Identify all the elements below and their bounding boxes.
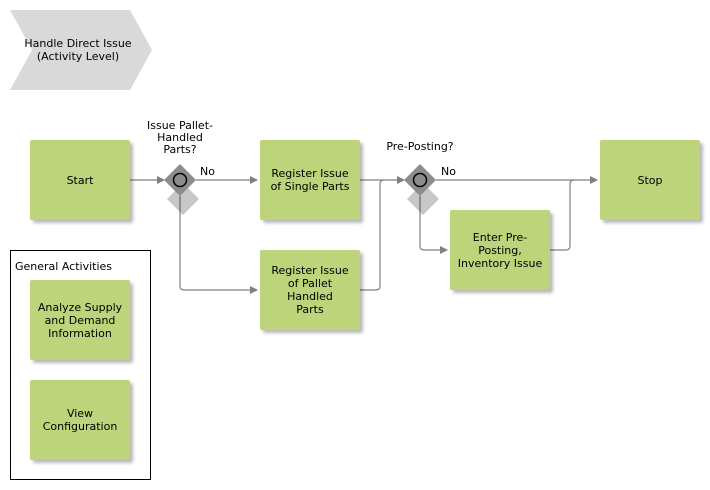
- connector-preposting-to-stop: [550, 179, 575, 251]
- general-activities-title: General Activities: [15, 260, 113, 273]
- gateway-circle-icon: [172, 172, 188, 188]
- gateway-pallet-no-label: No: [200, 165, 215, 178]
- activity-register-pallet-parts[interactable]: Register Issue of Pallet Handled Parts: [260, 250, 360, 330]
- activity-register-single-parts[interactable]: Register Issue of Single Parts: [260, 140, 360, 220]
- gateway-preposting-question: Pre-Posting?: [386, 140, 454, 153]
- start-node[interactable]: Start: [30, 140, 130, 220]
- connector-gateway1-to-pallet: [179, 196, 258, 294]
- gateway-circle-icon: [412, 172, 428, 188]
- process-title-shape: [10, 10, 152, 90]
- connector-pallet-to-gateway2: [360, 179, 385, 291]
- gateway-pallet-handled[interactable]: [164, 164, 199, 215]
- gateway-pallet-question: Issue Pallet- Handled Parts?: [147, 119, 213, 156]
- activity-view-configuration[interactable]: View Configuration: [30, 380, 130, 460]
- gateway-preposting-no-label: No: [441, 165, 456, 178]
- process-title: Handle Direct Issue (Activity Level): [24, 37, 132, 63]
- activity-analyze-supply-demand[interactable]: Analyze Supply and Demand Information: [30, 280, 130, 360]
- activity-enter-pre-posting[interactable]: Enter Pre- Posting, Inventory Issue: [450, 210, 550, 290]
- gateway-pre-posting[interactable]: [404, 164, 439, 215]
- connector-gateway2-to-preposting: [419, 196, 448, 254]
- stop-node[interactable]: Stop: [600, 140, 700, 220]
